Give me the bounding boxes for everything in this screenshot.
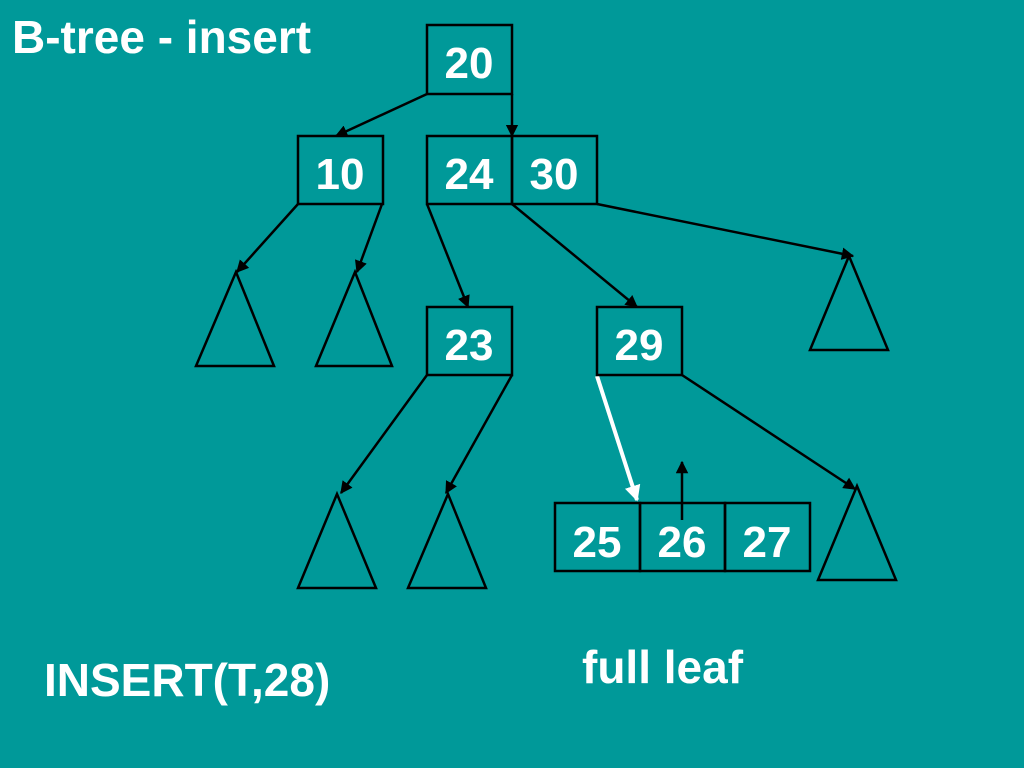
leaf-key-1: 25: [573, 518, 622, 567]
edge-node-23-to-left-subtree: [339, 374, 429, 495]
node-23: 23: [425, 305, 514, 377]
node-23-key: 23: [445, 321, 494, 370]
node-10: 10: [296, 134, 385, 206]
subtree-triangle: [808, 252, 890, 352]
insert-operation-label: INSERT(T,28): [44, 654, 331, 706]
edge-node-10-to-right-subtree: [355, 203, 384, 274]
node-root: 20: [425, 23, 514, 96]
subtree-triangle: [406, 490, 488, 590]
subtree-triangle: [194, 268, 276, 368]
edge-node-23-to-right-subtree: [444, 374, 514, 495]
edge-node-10-to-left-subtree: [236, 203, 299, 273]
node-root-key: 20: [445, 39, 494, 88]
leaf-key-3: 27: [743, 518, 792, 567]
subtrees: [194, 252, 898, 590]
node-10-key: 10: [316, 150, 365, 199]
slide-title: B-tree - insert: [12, 11, 312, 63]
subtree-triangle: [296, 490, 378, 590]
subtree-triangle: [816, 482, 898, 582]
node-24-30-key-1: 24: [445, 150, 494, 199]
node-24-30-key-2: 30: [530, 150, 579, 199]
node-29-key: 29: [615, 321, 664, 370]
full-leaf-node: 25 26 27: [553, 501, 812, 573]
edges: [236, 92, 857, 520]
node-29: 29: [595, 305, 684, 377]
subtree-triangle: [314, 268, 394, 368]
edge-node-24-30-to-right-subtree: [596, 202, 855, 260]
edge-node-24-30-to-node-29: [511, 203, 638, 308]
edge-node-24-30-to-node-23: [425, 203, 470, 309]
full-leaf-label: full leaf: [582, 641, 744, 693]
edge-root-to-node-10: [334, 92, 428, 138]
leaf-key-2: 26: [658, 518, 707, 567]
node-24-30: 24 30: [425, 134, 599, 206]
edge-node-29-to-right-subtree: [681, 373, 857, 491]
insert-path-arrow: [595, 375, 641, 502]
